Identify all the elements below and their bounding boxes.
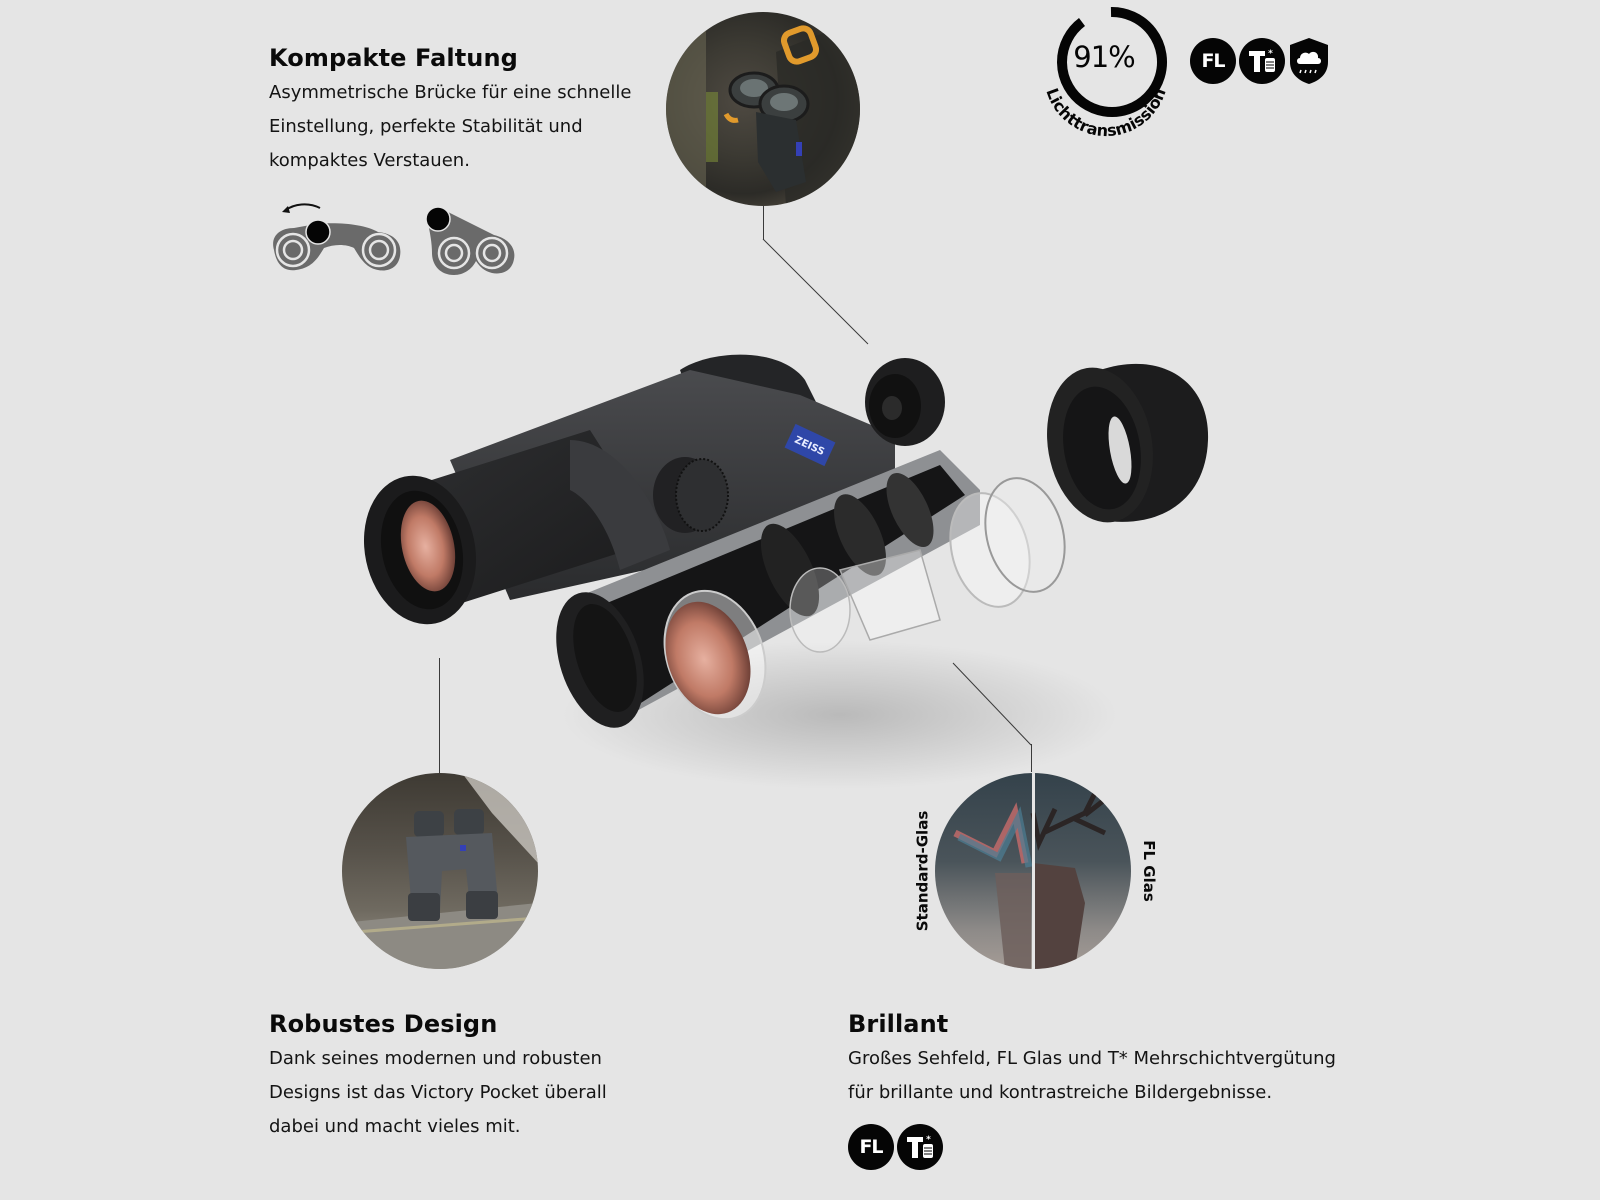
standard-glass-label: Standard-Glas [913,810,932,932]
t-star-glyph: * [907,1135,933,1158]
feature-robust-line-1: Dank seines modernen und robusten [269,1048,602,1069]
glass-comparison-photo [935,773,1131,969]
feature-robust-line-3: dabei und macht vieles mit. [269,1116,521,1137]
zeiss-logo-plate [784,423,836,467]
weatherproof-shield-icon [1288,36,1330,86]
t-star-coating-badge-icon: * [1239,38,1285,84]
feature-brilliant-title: Brillant [848,1010,949,1038]
transmission-value: 91% [1073,40,1135,74]
feature-folding-title: Kompakte Faltung [269,44,518,72]
pocket-photo [666,12,860,206]
leader-line-robust [439,658,440,773]
leader-line-pocket-diagonal [762,238,869,345]
stag-image [953,773,1107,969]
fl-glass-badge-icon: FL [848,1124,894,1170]
fl-glass-label: FL Glas [1139,840,1158,902]
feature-folding-line-1: Asymmetrische Brücke für eine schnelle [269,82,632,103]
robust-photo-content [342,773,538,969]
fl-badge-label: FL [1201,50,1225,72]
robust-design-photo [342,773,538,969]
fl-glass-badge-icon: FL [1190,38,1236,84]
folding-open-diagram-icon [273,203,401,271]
feature-robust: Robustes Design Dank seines modernen und… [269,1010,607,1144]
brilliant-badge-row: FL * [848,1124,1336,1170]
svg-text:*: * [1268,49,1273,59]
t-star-coating-badge-icon: * [897,1124,943,1170]
leader-line-brilliant-diagonal [952,662,1032,746]
leader-line-brilliant [1031,744,1032,772]
feature-robust-title: Robustes Design [269,1010,498,1038]
svg-text:*: * [926,1135,931,1145]
transmission-gauge: Lichttransmission 91% [1020,4,1190,144]
t-star-glyph: * [1249,49,1275,72]
feature-folding-line-2: Einstellung, perfekte Stabilität und [269,116,583,137]
pocket-photo-content [666,12,860,206]
feature-brilliant-description: Großes Sehfeld, FL Glas und T* Mehrschic… [848,1042,1336,1110]
fl-badge-label: FL [859,1136,883,1158]
feature-robust-description: Dank seines modernen und robusten Design… [269,1042,607,1144]
feature-folding-description: Asymmetrische Brücke für eine schnelle E… [269,76,631,178]
feature-folding-line-3: kompaktes Verstauen. [269,150,470,171]
feature-folding: Kompakte Faltung Asymmetrische Brücke fü… [269,44,631,178]
feature-brilliant-line-1: Großes Sehfeld, FL Glas und T* Mehrschic… [848,1048,1336,1069]
leader-line-pocket [763,206,764,240]
top-badge-row: FL * [1190,36,1330,86]
binocular-cutaway-illustration: ZEISS [363,354,1209,728]
feature-robust-line-2: Designs ist das Victory Pocket überall [269,1082,607,1103]
folding-closed-diagram-icon [425,206,515,275]
feature-brilliant: Brillant Großes Sehfeld, FL Glas und T* … [848,1010,1336,1170]
feature-brilliant-line-2: für brillante und kontrastreiche Bilderg… [848,1082,1273,1103]
transmission-ring-icon: Lichttransmission [1042,6,1170,140]
